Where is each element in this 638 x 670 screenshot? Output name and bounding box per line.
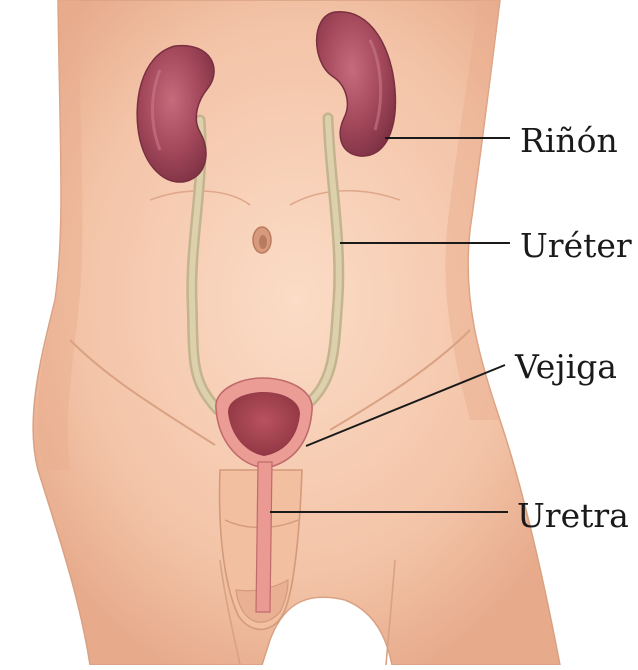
urethra — [256, 462, 272, 612]
label-urethra: Uretra — [517, 499, 629, 532]
label-kidney: Riñón — [520, 124, 618, 157]
navel-inner — [259, 235, 267, 249]
label-ureter: Uréter — [520, 229, 632, 262]
label-bladder: Vejiga — [515, 350, 617, 383]
